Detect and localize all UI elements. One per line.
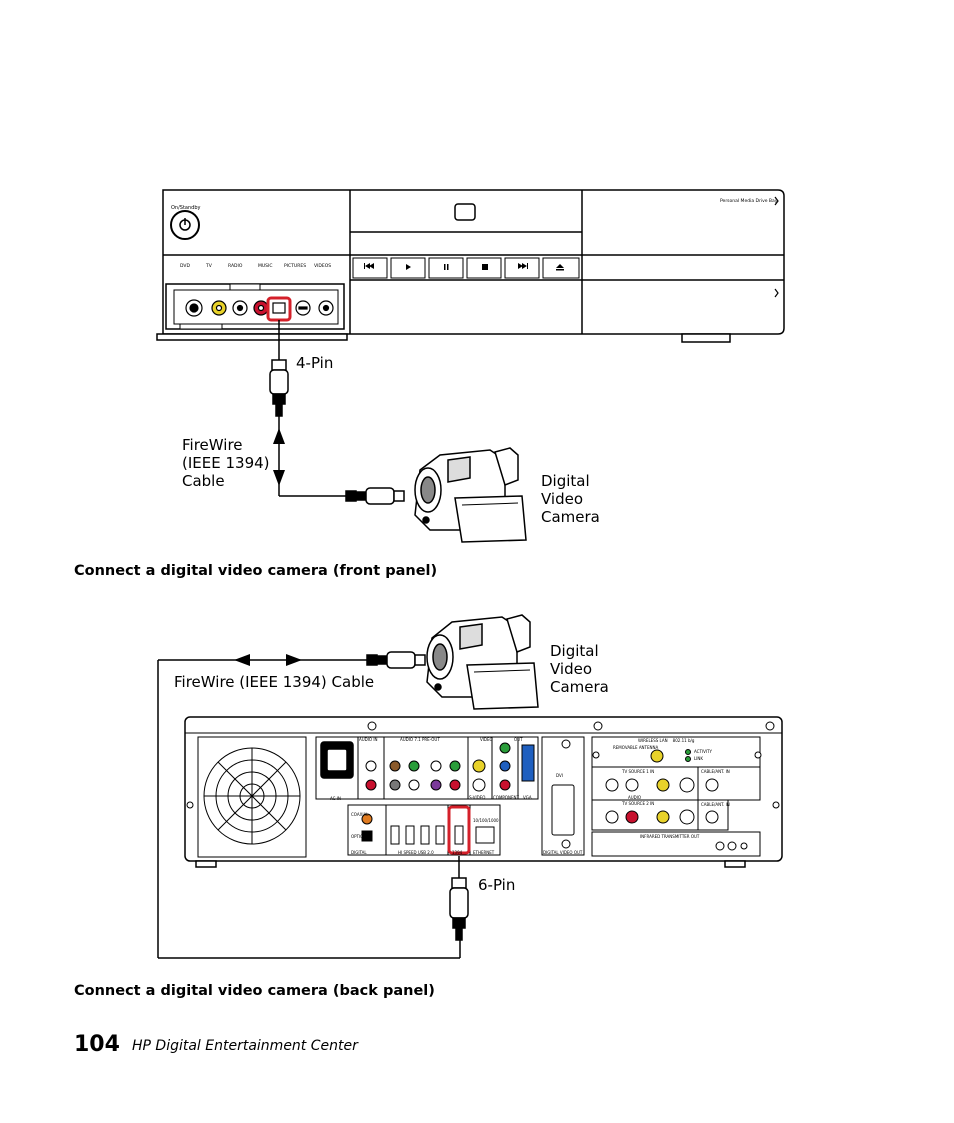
audio-label-1: AUDIO xyxy=(628,795,642,800)
four-pin-label: 4-Pin xyxy=(296,354,334,372)
cable-ant-in-label-1: CABLE/ANT. IN xyxy=(701,769,730,774)
camera-label-back: Digital Video Camera xyxy=(550,642,609,696)
dvi-label: DVI xyxy=(556,773,563,778)
audio-pre-out-label: AUDIO 7.1 PRE-OUT xyxy=(400,737,440,742)
menu-music[interactable]: MUSIC xyxy=(258,264,273,269)
book-title: HP Digital Entertainment Center xyxy=(132,1038,358,1054)
menu-radio[interactable]: RADIO xyxy=(228,264,243,269)
infrared-transmitter-label: INFRARED TRANSMITTER OUT xyxy=(640,834,700,839)
menu-tv[interactable]: TV xyxy=(206,264,212,269)
tv-source-2-label: TV SOURCE 2 IN xyxy=(622,801,655,806)
usb-label: HI SPEED USB 2.0 xyxy=(398,850,434,855)
component-label: COMPONENT xyxy=(493,795,519,800)
wireless-lan-label: WIRELESS LAN 802.11 b/g xyxy=(638,738,695,743)
activity-label: ACTIVITY xyxy=(694,749,712,754)
link-label: LINK xyxy=(694,756,704,761)
vga-label: VGA xyxy=(523,795,532,800)
page-number: 104 xyxy=(74,1032,120,1057)
lan-speed-label: 10/100/1000 xyxy=(473,818,499,823)
audio-in-label: AUDIO IN xyxy=(359,737,378,742)
digital-video-camera-icon xyxy=(414,447,527,543)
ac-in-label: AC IN xyxy=(330,796,341,801)
six-pin-label: 6-Pin xyxy=(478,876,516,894)
media-drive-bay-label: Personal Media Drive Bay xyxy=(720,199,778,204)
ieee-1394-label: 1394 xyxy=(452,850,463,855)
firewire-cable-label: FireWire (IEEE 1394) Cable xyxy=(182,436,270,490)
menu-dvd[interactable]: DVD xyxy=(180,264,190,269)
caption-front-panel: Connect a digital video camera (front pa… xyxy=(74,563,438,579)
digital-video-out-label: DIGITAL VIDEO OUT xyxy=(543,850,583,855)
on-standby-label: On/Standby xyxy=(171,205,201,211)
cable-ant-in-label-2: CABLE/ANT. IN xyxy=(701,802,730,807)
coaxial-label: COAXIAL xyxy=(351,812,369,817)
s-video-label: S-VIDEO xyxy=(469,795,486,800)
video-label: VIDEO xyxy=(480,737,493,742)
firewire-cable-label-back: FireWire (IEEE 1394) Cable xyxy=(174,673,375,691)
tv-source-1-label: TV SOURCE 1 IN xyxy=(622,769,655,774)
digital-label: DIGITAL xyxy=(351,850,367,855)
camera-label-front: Digital Video Camera xyxy=(541,472,600,526)
menu-videos[interactable]: VIDEOS xyxy=(314,264,332,269)
ethernet-label: ETHERNET xyxy=(473,850,495,855)
front-menu-labels: DVD TV RADIO MUSIC PICTURES VIDEOS xyxy=(180,264,340,269)
caption-back-panel: Connect a digital video camera (back pan… xyxy=(74,983,435,999)
optical-label: OPTICAL xyxy=(351,834,368,839)
removable-antenna-label: REMOVABLE ANTENNA xyxy=(613,745,659,750)
out-label: OUT xyxy=(514,737,523,742)
menu-pictures[interactable]: PICTURES xyxy=(284,264,307,269)
